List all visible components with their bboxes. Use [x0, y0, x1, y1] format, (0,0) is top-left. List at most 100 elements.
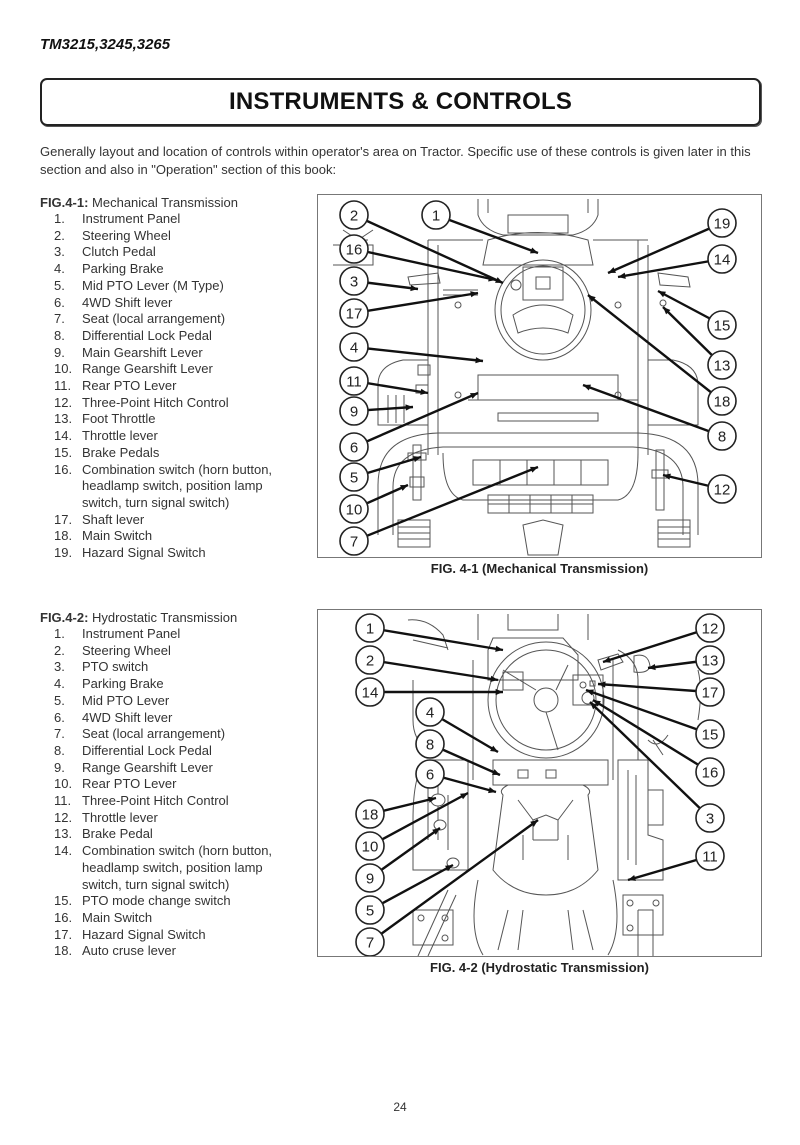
item-text: Clutch Pedal — [82, 244, 156, 260]
arrowhead-icon — [603, 656, 611, 663]
section-title: INSTRUMENTS & CONTROLS — [228, 88, 573, 115]
fig1-leader-lines — [353, 213, 723, 543]
callout-circle — [355, 863, 385, 893]
intro-paragraph: Generally layout and location of control… — [40, 144, 751, 177]
callout-circle — [695, 719, 725, 749]
fig2-list-item: 18.Auto cruse lever — [40, 943, 297, 960]
fig1-tractor-outline — [333, 199, 699, 556]
callout-number: 17 — [702, 685, 719, 702]
fig2-callout-11: 11 — [695, 841, 725, 871]
fig2-list-item: 16.Main Switch — [40, 910, 297, 927]
item-text: Main Switch — [82, 528, 153, 544]
callout-circle — [355, 831, 385, 861]
arrowhead-icon — [490, 675, 498, 682]
fig2-callout-14: 14 — [355, 677, 385, 707]
item-number: 14. — [54, 428, 73, 444]
callout-circle — [421, 200, 451, 230]
fig1-list-item: 2.Steering Wheel — [40, 228, 297, 245]
callout-circle — [415, 697, 445, 727]
callout-number: 6 — [350, 440, 358, 457]
fig1-list-item: 17.Shaft lever — [40, 512, 297, 529]
callout-number: 13 — [714, 358, 731, 375]
fig1-callout-2: 2 — [339, 200, 369, 230]
callout-circle — [707, 310, 737, 340]
fig2-caption: FIG. 4-2 (Hydrostatic Transmission) — [430, 960, 649, 975]
callout-number: 2 — [366, 653, 374, 670]
fig1-list-item: 14.Throttle lever — [40, 428, 297, 445]
fig2-label: FIG.4-2: — [40, 610, 89, 625]
callout-number: 12 — [714, 482, 731, 499]
item-text: Rear PTO Lever — [82, 776, 177, 792]
callout-circle — [339, 298, 369, 328]
arrowhead-icon — [490, 745, 498, 752]
item-number: 10. — [54, 776, 73, 792]
fig2-callout-10: 10 — [355, 831, 385, 861]
callout-number: 7 — [366, 935, 374, 952]
fig2-list-item: 12.Throttle lever — [40, 810, 297, 827]
fig2-leader-line — [592, 698, 711, 774]
item-number: 13. — [54, 826, 73, 842]
fig2-callout-8: 8 — [415, 729, 445, 759]
item-text: Combination switch (horn button, headlam… — [82, 843, 273, 892]
item-text: Parking Brake — [82, 261, 164, 277]
item-text: Instrument Panel — [82, 626, 181, 641]
fig2-callout-16: 16 — [695, 757, 725, 787]
item-text: Three-Point Hitch Control — [82, 394, 229, 410]
fig2-callout-18: 18 — [355, 799, 385, 829]
callout-number: 5 — [350, 470, 358, 487]
arrowhead-icon — [530, 247, 538, 254]
fig1-leader-line — [353, 213, 504, 285]
item-number: 19. — [54, 545, 73, 561]
arrowhead-icon — [598, 681, 606, 688]
item-text: Differential Lock Pedal — [82, 327, 212, 343]
item-number: 5. — [54, 692, 65, 708]
fig1-list-item: 4.Parking Brake — [40, 261, 297, 278]
fig2-leader-line — [597, 682, 711, 694]
fig2-leader-line — [589, 701, 711, 819]
fig1-leader-line — [353, 465, 539, 543]
arrowhead-icon — [428, 796, 436, 803]
fig1-list-item: 19.Hazard Signal Switch — [40, 545, 297, 562]
callout-number: 1 — [366, 621, 374, 638]
callout-number: 8 — [718, 429, 726, 446]
callout-circle — [695, 803, 725, 833]
callout-circle — [339, 396, 369, 426]
item-number: 2. — [54, 642, 65, 658]
callout-number: 5 — [366, 903, 374, 920]
fig2-callout-1: 1 — [355, 613, 385, 643]
item-text: Auto cruse lever — [82, 943, 176, 959]
arrowhead-icon — [488, 787, 496, 794]
callout-circle — [355, 645, 385, 675]
fig1-leader-line — [353, 345, 484, 363]
fig1-callout-4: 4 — [339, 332, 369, 362]
callout-circle — [707, 421, 737, 451]
item-text: Main Switch — [82, 909, 153, 925]
fig2-list-item: 8.Differential Lock Pedal — [40, 743, 297, 760]
callout-circle — [355, 677, 385, 707]
arrowhead-icon — [470, 291, 478, 298]
callout-circle — [355, 895, 385, 925]
callout-number: 18 — [362, 807, 379, 824]
item-number: 4. — [54, 676, 65, 692]
item-number: 12. — [54, 394, 73, 410]
fig2-legend: FIG.4-2: Hydrostatic Transmission 1.Inst… — [40, 609, 297, 960]
callout-circle — [695, 645, 725, 675]
model-number: TM3215,3245,3265 — [40, 36, 171, 53]
item-number: 2. — [54, 227, 65, 243]
arrowhead-icon — [583, 384, 591, 391]
callout-number: 2 — [350, 208, 358, 225]
item-number: 17. — [54, 926, 73, 942]
fig2-legend-heading: FIG.4-2: Hydrostatic Transmission — [40, 609, 297, 626]
fig1-caption: FIG. 4-1 (Mechanical Transmission) — [430, 561, 649, 576]
fig1-list-item: 11.Rear PTO Lever — [40, 378, 297, 395]
fig2-leader-line — [369, 626, 504, 652]
fig2-list-item: 4.Parking Brake — [40, 676, 297, 693]
fig1-list-item: 18.Main Switch — [40, 528, 297, 545]
callout-circle — [415, 729, 445, 759]
fig2-leader-line — [369, 658, 499, 682]
callout-number: 17 — [346, 306, 363, 323]
